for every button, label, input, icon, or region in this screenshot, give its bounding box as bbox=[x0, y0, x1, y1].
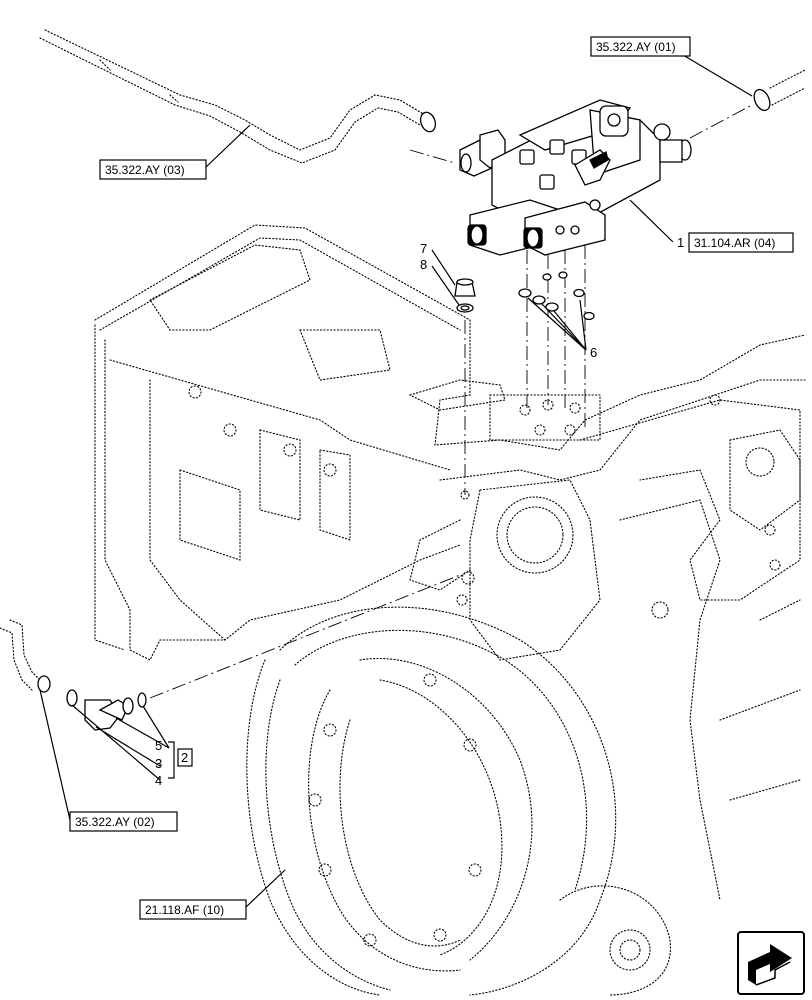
svg-text:35.322.AY (03): 35.322.AY (03) bbox=[105, 163, 185, 177]
lower-fitting-group bbox=[0, 574, 461, 731]
svg-text:31.104.AR (04): 31.104.AR (04) bbox=[694, 236, 775, 250]
svg-text:21.118.AF (10): 21.118.AF (10) bbox=[145, 903, 224, 917]
transmission-housing bbox=[94, 224, 806, 901]
callout-1: 1 bbox=[677, 235, 684, 250]
callout-5: 5 bbox=[155, 738, 162, 753]
control-valve-assembly bbox=[409, 99, 692, 495]
leader-lines bbox=[39, 54, 753, 909]
tube-ay03 bbox=[39, 29, 437, 164]
callout-7: 7 bbox=[420, 241, 427, 256]
svg-text:35.322.AY (02): 35.322.AY (02) bbox=[75, 815, 155, 829]
callout-3: 3 bbox=[155, 756, 162, 771]
tube-ay01 bbox=[689, 69, 806, 139]
callout-numbers: 1 7 8 6 5 3 4 2 bbox=[155, 235, 684, 788]
ref-af10[interactable]: 21.118.AF (10) bbox=[139, 899, 247, 920]
callout-8: 8 bbox=[420, 257, 427, 272]
ref-ay02[interactable]: 35.322.AY (02) bbox=[69, 811, 178, 832]
navigation-arrow-icon[interactable] bbox=[737, 931, 805, 995]
ref-ar04[interactable]: 31.104.AR (04) bbox=[688, 232, 794, 253]
bell-housing bbox=[246, 606, 671, 996]
callout-2: 2 bbox=[181, 750, 188, 765]
callout-6: 6 bbox=[590, 345, 597, 360]
ref-ay01[interactable]: 35.322.AY (01) bbox=[590, 36, 691, 57]
o-rings bbox=[518, 271, 595, 321]
callout-4: 4 bbox=[155, 773, 162, 788]
ref-ay03[interactable]: 35.322.AY (03) bbox=[99, 159, 207, 180]
svg-text:35.322.AY (01): 35.322.AY (01) bbox=[596, 40, 676, 54]
plug-and-washer bbox=[454, 278, 476, 313]
